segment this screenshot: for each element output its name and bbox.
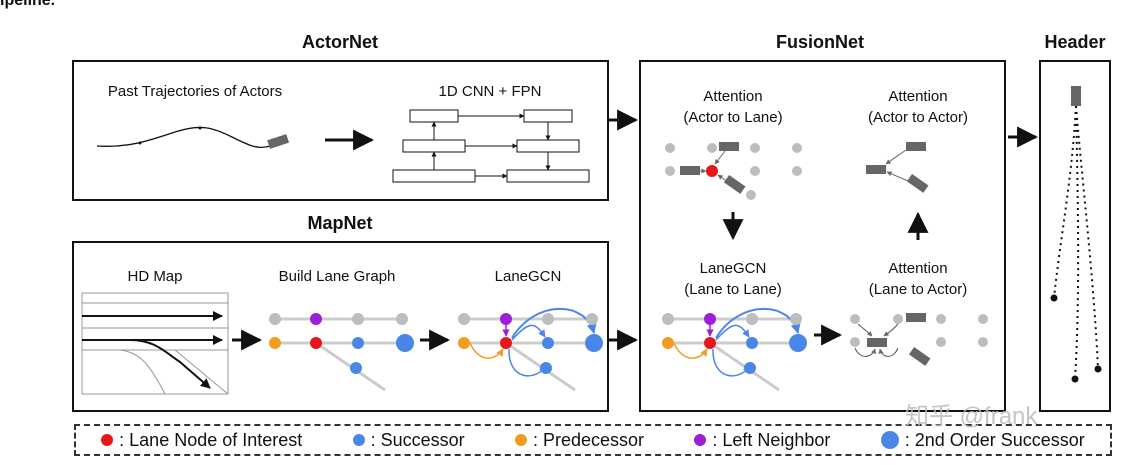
mapnet-title: MapNet (307, 213, 373, 233)
legend-label-interest: : Lane Node of Interest (119, 429, 303, 450)
lanegcn-l2l-line1: LaneGCN (699, 260, 767, 277)
top-text-fragment: ipeline. (0, 0, 56, 9)
legend-dot-successor (352, 434, 365, 446)
legend-item-predecessor: : Predecessor (514, 429, 645, 451)
lanegcn-lane-to-lane-graph (662, 307, 807, 392)
legend-item-2nd-order: : 2nd Order Successor (880, 429, 1085, 451)
build-lane-graph-label: Build Lane Graph (278, 268, 396, 285)
attention-l2a-line1: Attention (888, 260, 948, 277)
legend-dot-predecessor (514, 434, 527, 446)
attention-a2l-line2: (Actor to Lane) (683, 109, 783, 126)
mapnet-box (72, 241, 609, 412)
hd-map-label: HD Map (127, 268, 183, 285)
header-title: Header (1044, 32, 1106, 52)
attention-a2a-line1: Attention (888, 88, 948, 105)
attention-lane-to-actor-graph (850, 313, 988, 366)
cnn-fpn-label: 1D CNN + FPN (438, 83, 542, 100)
legend-dot-2nd-order (880, 431, 899, 449)
legend-dot-interest (101, 434, 114, 446)
legend-label-2nd-order: : 2nd Order Successor (904, 429, 1085, 450)
attention-a2a-line2: (Actor to Actor) (867, 109, 969, 126)
past-trajectories-label: Past Trajectories of Actors (107, 83, 283, 100)
actornet-box (72, 60, 609, 201)
hd-map-sketch (81, 292, 229, 395)
legend-item-successor: : Successor (352, 429, 465, 451)
legend-dot-left-neighbor (694, 434, 707, 446)
actornet-title: ActorNet (301, 32, 378, 52)
lanegcn-l2l-line2: (Lane to Lane) (684, 281, 782, 298)
attention-a2l-line1: Attention (703, 88, 763, 105)
watermark: 知乎 @frank (905, 403, 1038, 430)
attention-actor-to-actor-graph (866, 142, 929, 193)
lanegcn-graph (458, 307, 603, 392)
legend-label-successor: : Successor (370, 429, 465, 450)
attention-actor-to-lane-graph (665, 142, 802, 200)
lane-graph (269, 313, 414, 392)
header-box (1039, 60, 1111, 412)
cnn-fpn-diagram (392, 109, 590, 183)
legend-item-interest: : Lane Node of Interest (101, 430, 302, 451)
header-trajectories (1050, 86, 1102, 383)
attention-l2a-line2: (Lane to Actor) (868, 281, 968, 298)
fusionnet-title: FusionNet (776, 32, 864, 52)
trajectory-sketch (96, 126, 290, 149)
legend-item-left-neighbor: : Left Neighbor (694, 430, 830, 451)
legend-label-predecessor: : Predecessor (532, 429, 645, 450)
lanegcn-label: LaneGCN (494, 268, 562, 285)
legend-label-left-neighbor: : Left Neighbor (712, 429, 831, 450)
legend: : Lane Node of Interest : Successor : Pr… (74, 424, 1112, 456)
fusionnet-box (639, 60, 1006, 412)
